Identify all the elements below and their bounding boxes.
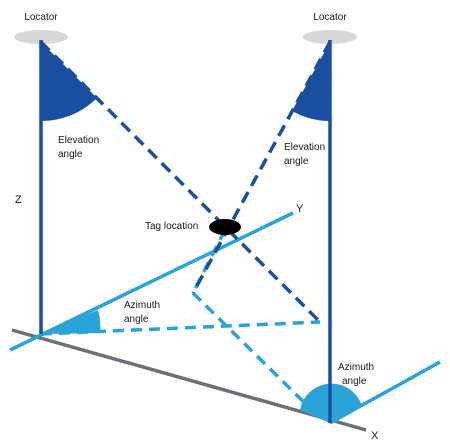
azimuth-left-label-line2: angle: [124, 314, 149, 325]
azimuth-right-baseline: [329, 360, 441, 425]
locator-left-label: Locator: [24, 12, 58, 23]
x-axis-line: [11, 328, 367, 432]
y-axis-line: [9, 211, 294, 352]
projection-right-dashed: [191, 291, 322, 420]
locator-right-label: Locator: [313, 12, 347, 23]
elevation-right-label-line1: Elevation: [284, 142, 325, 153]
axis-y-label: Y: [296, 203, 304, 215]
locator-left-disc: [14, 30, 68, 44]
azimuth-left-label-line1: Azimuth: [124, 300, 160, 311]
axis-x-label: X: [371, 430, 379, 442]
elevation-left-wedge: [41, 42, 97, 122]
azimuth-right-label-line2: angle: [342, 376, 367, 387]
azimuth-right-label-line1: Azimuth: [338, 362, 374, 373]
tag-location-marker: [209, 219, 241, 235]
elevation-right-wedge: [292, 42, 330, 121]
elevation-left-label-line1: Elevation: [58, 135, 99, 146]
locator-right-disc: [303, 30, 357, 44]
tag-location-label: Tag location: [145, 221, 198, 232]
axis-z-label: Z: [15, 194, 22, 206]
elevation-right-label-line2: angle: [284, 156, 309, 167]
elevation-left-label-line2: angle: [58, 149, 83, 160]
projection-left-dashed: [40, 320, 321, 336]
